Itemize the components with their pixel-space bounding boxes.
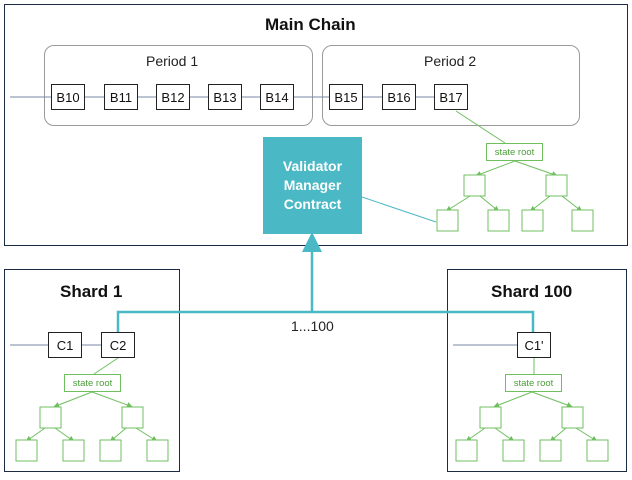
main-state-root: state root <box>486 143 543 161</box>
shard-100-merkle-tree <box>455 391 609 462</box>
vmc-line-2: Manager <box>283 177 342 193</box>
vmc-line-3: Contract <box>283 196 342 212</box>
shard-1-panel <box>4 269 180 472</box>
main-chain-title: Main Chain <box>265 15 356 34</box>
block-c1: C1 <box>48 332 82 358</box>
period-1-label: Period 1 <box>146 53 199 69</box>
block-b16: B16 <box>382 84 416 110</box>
shard-range-label: 1...100 <box>291 318 334 334</box>
block-b10: B10 <box>51 84 85 110</box>
block-b13: B13 <box>208 84 242 110</box>
shard-100-state-root: state root <box>505 374 562 392</box>
shard-100-title: Shard 100 <box>491 282 573 301</box>
period-2-label: Period 2 <box>424 53 477 69</box>
b17-to-state-root <box>455 110 506 144</box>
shard-1-title: Shard 1 <box>60 282 123 301</box>
block-b15: B15 <box>329 84 363 110</box>
block-c2: C2 <box>101 332 135 358</box>
block-b14: B14 <box>260 84 294 110</box>
block-b12: B12 <box>156 84 190 110</box>
block-b17: B17 <box>434 84 468 110</box>
shard-1-merkle-tree <box>15 391 169 462</box>
validator-manager-contract: Validator Manager Contract <box>263 137 362 234</box>
vmc-to-state-line <box>361 196 437 223</box>
block-b11: B11 <box>104 84 138 110</box>
main-merkle-tree <box>436 160 594 232</box>
block-c1-prime: C1' <box>517 332 551 358</box>
vmc-line-1: Validator <box>282 158 343 174</box>
shard-connection-line <box>116 310 535 332</box>
shard-1-state-root: state root <box>64 374 121 392</box>
